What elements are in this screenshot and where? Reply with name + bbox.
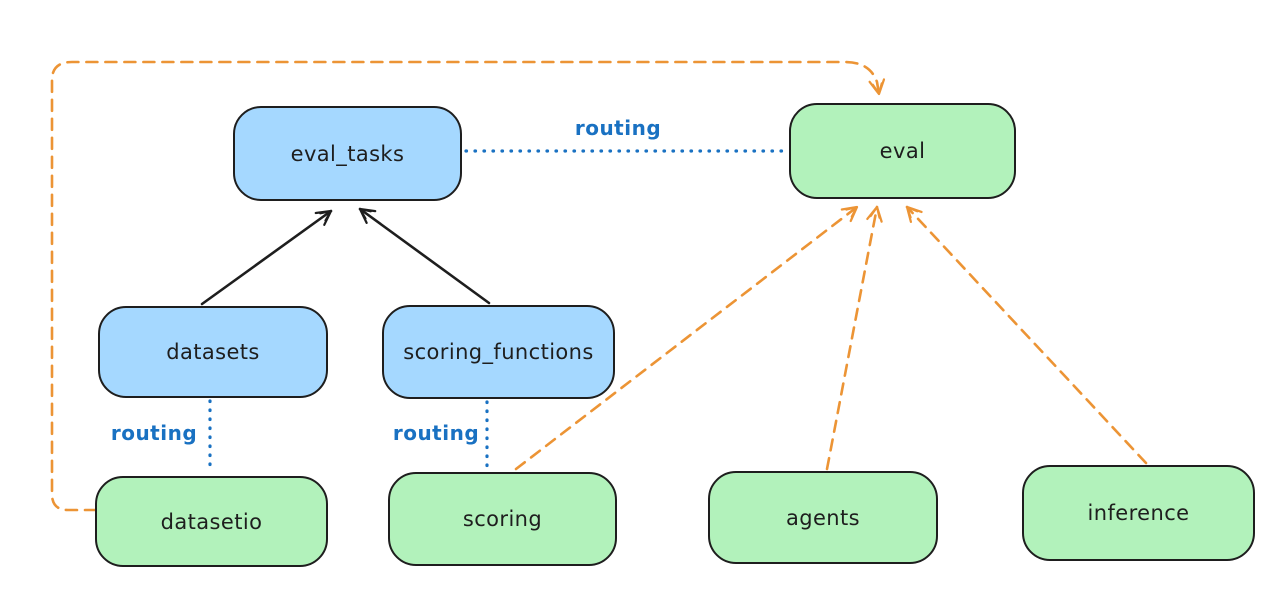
node-agents: agents (708, 471, 938, 564)
edge-scoring-functions-to-eval-tasks (358, 207, 491, 305)
node-scoring-label: scoring (462, 507, 543, 531)
node-scoring: scoring (388, 472, 617, 566)
edge-datasetio-to-eval (50, 60, 886, 512)
edge-datasets-to-eval-tasks (200, 209, 333, 306)
node-datasets: datasets (98, 306, 328, 398)
node-scoring-functions: scoring_functions (382, 305, 615, 399)
edge-agents-to-eval (825, 205, 883, 471)
edge-scoring-to-eval (514, 205, 859, 471)
node-inference: inference (1022, 465, 1255, 561)
node-eval-label: eval (879, 139, 926, 163)
node-agents-label: agents (785, 505, 860, 530)
node-datasetio-label: datasetio (160, 509, 263, 534)
edge-inference-to-eval (905, 205, 1148, 465)
node-eval-tasks: eval_tasks (233, 106, 462, 201)
node-scoring-functions-label: scoring_functions (403, 340, 594, 364)
edge-label-routing-scoring-functions-scoring: routing (392, 421, 480, 445)
node-datasets-label: datasets (166, 340, 260, 364)
edge-label-routing-datasets-datasetio: routing (110, 421, 198, 445)
edge-label-routing-eval-tasks-eval: routing (574, 116, 662, 140)
node-eval-tasks-label: eval_tasks (290, 141, 405, 166)
node-datasetio: datasetio (95, 476, 328, 567)
node-eval: eval (789, 103, 1016, 199)
node-inference-label: inference (1087, 501, 1190, 525)
